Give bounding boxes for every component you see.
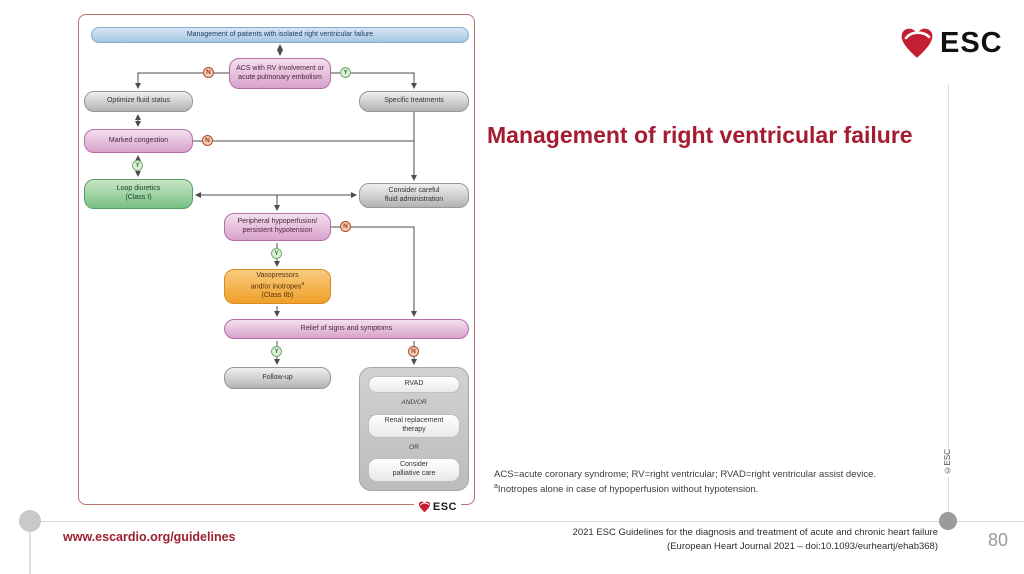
badge-no-acs: N	[203, 67, 214, 78]
node-loop-line1: Loop diuretics	[116, 185, 161, 193]
node-peripheral-line1: Peripheral hypoperfusion/	[237, 218, 318, 226]
node-specific-label: Specific treatments	[384, 97, 444, 105]
node-loop-line2: (Class I)	[125, 194, 152, 201]
node-rvad-label: RVAD	[404, 380, 424, 388]
device-group-andor: AND/OR	[401, 399, 427, 407]
node-renal-replacement: Renal replacement therapy	[368, 413, 460, 438]
node-vasopressors-line3: (Class IIb)	[261, 292, 294, 300]
badge-no-relief: N	[408, 346, 419, 357]
node-marked-label: Marked congestion	[108, 136, 169, 144]
footnote-abbreviations: ACS=acute coronary syndrome; RV=right ve…	[494, 469, 877, 480]
node-followup: Follow-up	[224, 367, 331, 389]
node-consider-fluid-line2: fluid administration	[384, 195, 444, 203]
node-banner-label: Management of patients with isolated rig…	[186, 30, 374, 38]
citation: 2021 ESC Guidelines for the diagnosis an…	[500, 526, 938, 554]
node-vasopressors-line2: and/or inotropesa	[250, 280, 305, 291]
badge-no-hypoperfusion: N	[340, 221, 351, 232]
badge-yes-congestion: Y	[132, 160, 143, 171]
node-optimize-label: Optimize fluid status	[106, 97, 171, 105]
node-relief: Relief of signs and symptoms	[224, 319, 469, 339]
node-consider-fluid-line1: Consider careful	[388, 186, 440, 194]
page-title: Management of right ventricular failure	[487, 122, 913, 148]
node-relief-label: Relief of signs and symptoms	[300, 324, 393, 332]
badge-yes-acs: Y	[340, 67, 351, 78]
footer-divider-line	[30, 521, 1024, 522]
node-peripheral-line2: persistent hypotension	[242, 227, 313, 234]
node-specific-treatments: Specific treatments	[359, 91, 469, 112]
node-rvad: RVAD	[368, 376, 460, 393]
node-peripheral-hypoperfusion: Peripheral hypoperfusion/ persistent hyp…	[224, 213, 331, 241]
footer-left-dot	[19, 510, 41, 532]
citation-line2: (European Heart Journal 2021 – doi:10.10…	[667, 540, 938, 552]
node-consider-fluid: Consider careful fluid administration	[359, 183, 469, 208]
node-renal-line2: therapy	[402, 425, 426, 433]
node-followup-label: Follow-up	[262, 373, 293, 381]
node-acs-line2: acute pulmonary embolism	[238, 73, 322, 81]
footer-right-dot	[939, 512, 957, 530]
flowchart-panel: Management of patients with isolated rig…	[78, 14, 475, 513]
badge-yes-relief: Y	[271, 346, 282, 357]
citation-line1: 2021 ESC Guidelines for the diagnosis an…	[572, 527, 938, 538]
node-vasopressors-line1: Vasopressors	[256, 271, 299, 279]
esc-logo: ESC	[899, 27, 1003, 60]
esc-heart-icon	[901, 28, 933, 58]
chart-esc-logo: ESC	[413, 501, 461, 513]
footer-left-vertical-line	[29, 521, 31, 574]
node-optimize-fluid-status: Optimize fluid status	[84, 91, 193, 112]
footnote-inotropes: aInotropes alone in case of hypoperfusio…	[494, 483, 759, 496]
guidelines-link[interactable]: www.escardio.org/guidelines	[63, 530, 236, 544]
node-acs: ACS with RV involvement or acute pulmona…	[229, 58, 331, 89]
esc-logo-text: ESC	[940, 27, 1003, 59]
node-marked-congestion: Marked congestion	[84, 129, 193, 153]
node-renal-line1: Renal replacement	[384, 416, 444, 424]
device-group-or: OR	[409, 443, 419, 451]
footnote: ACS=acute coronary syndrome; RV=right ve…	[494, 468, 944, 498]
badge-yes-hypoperfusion: Y	[271, 248, 282, 259]
esc-heart-icon	[418, 501, 430, 513]
node-device-group: RVAD AND/OR Renal replacement therapy OR…	[359, 367, 469, 491]
node-palliative-care: Consider palliative care	[368, 458, 460, 482]
page-number: 80	[988, 530, 1009, 550]
node-palliative-line2: palliative care	[392, 470, 436, 477]
node-vasopressors: Vasopressors and/or inotropesa (Class II…	[224, 269, 331, 304]
node-palliative-line1: Consider	[399, 461, 428, 469]
right-divider-line	[948, 84, 949, 521]
chart-esc-logo-text: ESC	[432, 501, 457, 513]
node-banner: Management of patients with isolated rig…	[91, 27, 469, 43]
node-acs-line1: ACS with RV involvement or	[236, 64, 324, 72]
copyright-vertical: ©ESC	[943, 447, 952, 477]
node-loop-diuretics: Loop diuretics (Class I)	[84, 179, 193, 209]
badge-no-congestion: N	[202, 135, 213, 146]
